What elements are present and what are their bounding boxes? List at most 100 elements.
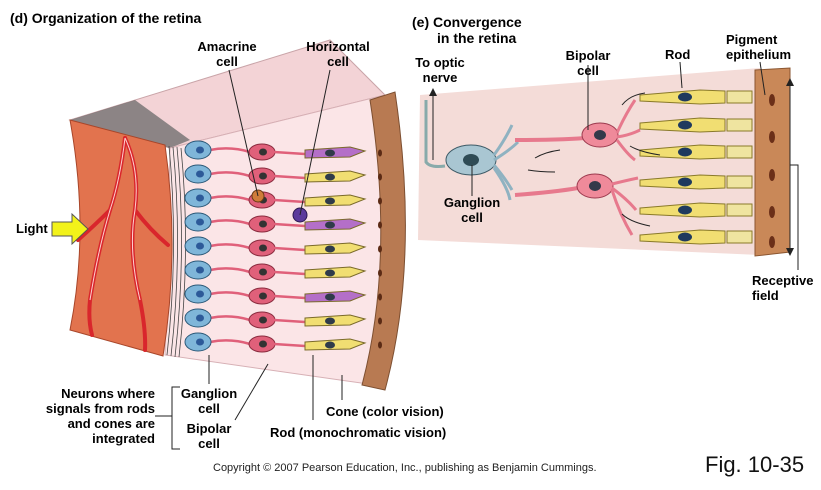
panel-e-title-line-2: in the retina bbox=[437, 30, 517, 46]
rod-cell bbox=[304, 266, 367, 279]
synapse-line bbox=[209, 147, 251, 154]
rod-nucleus bbox=[678, 120, 692, 130]
ganglion-nucleus bbox=[196, 194, 204, 202]
horizontal-cell-label: Horizontal cell bbox=[298, 39, 378, 69]
rod-label-d: Rod (monochromatic vision) bbox=[270, 425, 447, 440]
photoreceptor-nucleus bbox=[325, 317, 335, 325]
rod-cell bbox=[304, 338, 367, 351]
epithelium-nucleus bbox=[378, 221, 382, 229]
nerve-fiber-top bbox=[70, 100, 190, 148]
ganglion-nucleus bbox=[196, 146, 204, 154]
copyright-notice: Copyright © 2007 Pearson Education, Inc.… bbox=[213, 462, 597, 474]
synapse-line bbox=[209, 315, 251, 322]
synapse-line bbox=[209, 171, 251, 178]
leader-lines-d bbox=[155, 69, 343, 450]
bipolar-nucleus bbox=[259, 340, 267, 348]
rod-cell bbox=[304, 242, 367, 255]
photoreceptor-nucleus bbox=[325, 197, 335, 205]
note-line-2: signals from rods bbox=[45, 401, 155, 416]
rod-nucleus bbox=[678, 92, 692, 102]
synapse-line bbox=[209, 291, 251, 298]
horizontal-line-1: Horizontal bbox=[306, 39, 370, 54]
amacrine-cell-label: Amacrine cell bbox=[187, 39, 267, 69]
synapse-line bbox=[209, 267, 251, 274]
rod-outer-segment bbox=[726, 118, 753, 132]
bipolar-axon bbox=[273, 318, 306, 324]
rod-outer-segment bbox=[726, 175, 753, 189]
ganglion-d-line-2: cell bbox=[198, 401, 220, 416]
amacrine-line-1: Amacrine bbox=[197, 39, 257, 54]
rod-nucleus bbox=[678, 177, 692, 187]
bipolar-nucleus bbox=[259, 244, 267, 252]
horizontal-line-2: cell bbox=[327, 54, 349, 69]
optic-nerve-label: To optic nerve bbox=[410, 55, 470, 85]
panel-e-title-line-1: (e) Convergence bbox=[412, 14, 522, 30]
note-line-4: integrated bbox=[92, 431, 155, 446]
cone-cell bbox=[304, 218, 367, 231]
photoreceptor-nucleus bbox=[325, 173, 335, 181]
note-line-1: Neurons where bbox=[61, 386, 155, 401]
panel-d-title: (d) Organization of the retina bbox=[10, 10, 202, 26]
amacrine-line-2: cell bbox=[216, 54, 238, 69]
vessel-highlights bbox=[89, 137, 141, 301]
photoreceptor-nucleus bbox=[325, 341, 335, 349]
cone-cell bbox=[304, 146, 367, 159]
bipolar-nucleus bbox=[259, 292, 267, 300]
leader-lines-e bbox=[471, 61, 766, 196]
synapse-line bbox=[209, 219, 251, 226]
ganglion-e-line-2: cell bbox=[461, 210, 483, 225]
ganglion-nucleus bbox=[196, 314, 204, 322]
ganglion-nucleus bbox=[196, 218, 204, 226]
epithelium-nucleus bbox=[378, 317, 382, 325]
bipolar-axon bbox=[273, 174, 306, 180]
epithelium-nucleus bbox=[378, 293, 382, 301]
rod-label-e: Rod bbox=[665, 47, 691, 62]
bipolar-d-line-2: cell bbox=[198, 436, 220, 451]
bipolar-nucleus bbox=[259, 220, 267, 228]
optic-line-1: To optic bbox=[415, 55, 465, 70]
receptive-field-bracket bbox=[789, 82, 799, 270]
ganglion-e-line-1: Ganglion bbox=[443, 195, 501, 210]
epithelium-nuclei bbox=[769, 94, 775, 248]
pigment-line-1: Pigment bbox=[726, 32, 778, 47]
epithelium-nucleus bbox=[378, 149, 382, 157]
photoreceptor-nucleus bbox=[325, 269, 335, 277]
bipolar-axon bbox=[273, 270, 306, 276]
optic-line-2: nerve bbox=[422, 70, 458, 85]
retina-cell-rows bbox=[184, 140, 382, 353]
bipolar-cell-label-d: Bipolar cell bbox=[176, 421, 242, 451]
light-arrow-icon bbox=[51, 212, 89, 246]
ganglion-cell-label-e: Ganglion cell bbox=[437, 195, 507, 225]
bipolar-axon bbox=[273, 150, 306, 156]
bipolar-e-line-1: Bipolar bbox=[565, 48, 611, 63]
ganglion-nucleus bbox=[196, 170, 204, 178]
bipolar-axon bbox=[273, 222, 306, 228]
bipolar-nucleus bbox=[259, 172, 267, 180]
ganglion-dendrites-e bbox=[492, 124, 520, 201]
ganglion-nucleus bbox=[196, 290, 204, 298]
cone-cell bbox=[304, 290, 367, 303]
rod-outer-segment bbox=[726, 90, 753, 104]
receptive-line-2: field bbox=[752, 288, 779, 303]
bipolar-axon bbox=[273, 246, 306, 252]
bipolar-axon bbox=[273, 198, 306, 204]
retina-block bbox=[68, 39, 406, 391]
receptive-arrow-down bbox=[786, 248, 794, 256]
neurons-integrated-note: Neurons where signals from rods and cone… bbox=[35, 386, 155, 446]
bipolar-nucleus bbox=[259, 148, 267, 156]
panel-e-title: (e) Convergence in the retina bbox=[412, 14, 522, 46]
optic-axon bbox=[424, 100, 446, 168]
rod-nucleus bbox=[678, 232, 692, 242]
bipolar-axon bbox=[273, 342, 306, 348]
pigment-line-2: epithelium bbox=[726, 47, 792, 62]
epithelium-nucleus bbox=[378, 173, 382, 181]
front-face bbox=[69, 119, 173, 357]
rod-nucleus bbox=[678, 205, 692, 215]
rod-outer-segment bbox=[726, 145, 753, 159]
photoreceptor-nucleus bbox=[325, 221, 335, 229]
rod-outer-segment bbox=[726, 230, 753, 244]
signal-arrows bbox=[527, 92, 661, 227]
optic-arrow-head bbox=[429, 88, 437, 96]
light-label: Light bbox=[16, 221, 48, 236]
